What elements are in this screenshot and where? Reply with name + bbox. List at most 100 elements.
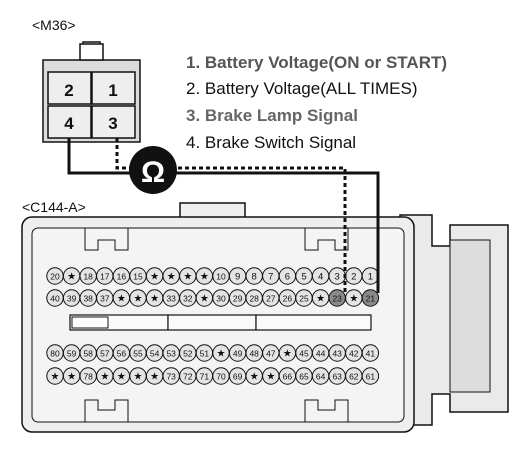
pin-number: 25 [299,293,309,303]
pin-number: ★ [134,371,143,382]
m36-connector [42,41,141,143]
test-leads: Ω [67,138,380,293]
pin-number: 15 [133,271,143,281]
pin-number: ★ [200,271,209,282]
pin-number: 53 [166,348,176,358]
m36-pin: 4 [64,114,74,133]
pin-number: ★ [250,371,259,382]
pin-number: 47 [266,348,276,358]
pin-number: ★ [150,271,159,282]
pin-number: ★ [100,371,109,382]
c144a-label: <C144-A> [22,199,86,215]
pin-number: 52 [183,348,193,358]
pin-number: 42 [349,348,359,358]
pin-number: 73 [166,371,176,381]
pin-number: 1 [368,271,373,282]
pin-number: ★ [349,293,358,304]
pin-number: 54 [150,348,160,358]
pin-number: 2 [351,271,356,282]
pin-number: ★ [67,271,76,282]
wire-pin4-to-pin21 [67,138,380,293]
pin-number: 4 [318,271,323,282]
pin-number: 33 [166,293,176,303]
pin-number: 16 [117,271,127,281]
pin-cavity-highlighted [361,289,380,307]
pin-number: 7 [268,271,273,282]
m36-pin-cell [47,71,92,105]
pin-number: 49 [233,348,243,358]
pin-number: ★ [183,271,192,282]
pin-number: ★ [266,371,275,382]
pin-number: 37 [100,293,110,303]
m36-pin: 3 [108,114,117,133]
pin-cavity [361,344,380,362]
pin-number: 44 [316,348,326,358]
pin-number: 26 [283,293,293,303]
pin-number: 43 [332,348,342,358]
pin-number: 71 [200,371,210,381]
pin-number: 5 [301,271,306,282]
legend-item: 3. Brake Lamp Signal [186,106,358,125]
pin-number: 21 [366,293,376,303]
pin-number: 65 [299,371,309,381]
pin-number: ★ [217,348,226,359]
legend-item: 2. Battery Voltage(ALL TIMES) [186,79,418,98]
pin-number: 39 [67,293,77,303]
pin-number: ★ [283,348,292,359]
pin-number: 41 [366,348,376,358]
pin-number: 62 [349,371,359,381]
pin-number: 70 [216,371,226,381]
pin-number: 38 [83,293,93,303]
pin-number: 66 [283,371,293,381]
c144a-connector [21,202,509,433]
pin-number: 80 [50,348,60,358]
pin-number: 63 [332,371,342,381]
pin-number: ★ [51,371,60,382]
pin-number: 28 [249,293,259,303]
pin-number: 55 [133,348,143,358]
pin-number: ★ [316,293,325,304]
ohmmeter-icon [129,146,177,194]
wire-pin3-to-pin23 [115,138,347,293]
pin-number: 64 [316,371,326,381]
pin-number: 61 [366,371,376,381]
m36-pin: 2 [64,81,73,100]
pin-number: 72 [183,371,193,381]
pin-number: ★ [167,271,176,282]
legend-item: 1. Battery Voltage(ON or START) [186,53,447,72]
c144a-top-tab [179,202,246,219]
pin-number: 6 [285,271,290,282]
pin-number: 48 [249,348,259,358]
pin-number: 57 [100,348,110,358]
pin-number: ★ [67,371,76,382]
pin-number: 3 [335,271,340,282]
pin-number: 8 [252,271,257,282]
pin-number: 40 [50,293,60,303]
pin-number: 20 [50,271,60,281]
pin-number: 23 [332,293,342,303]
pin-number: 10 [216,271,226,281]
pin-number: ★ [200,293,209,304]
legend-item: 4. Brake Switch Signal [186,133,356,152]
pin-number: 56 [117,348,127,358]
legend: 1. Battery Voltage(ON or START) 2. Batte… [186,53,447,152]
m36-label: <M36> [32,17,76,33]
m36-pin-cell [91,71,136,105]
pin-number: ★ [117,371,126,382]
pin-number: 30 [216,293,226,303]
m36-pin-cell [91,105,136,139]
pin-cavity [361,367,380,385]
pin-number: 58 [83,348,93,358]
pin-number: 17 [100,271,110,281]
pin-number: 59 [67,348,77,358]
pin-number: ★ [117,293,126,304]
pin-number: 32 [183,293,193,303]
pin-number: 29 [233,293,243,303]
m36-pin-cell [47,105,92,139]
ohm-symbol: Ω [141,156,165,189]
pin-number: 69 [233,371,243,381]
pin-number: ★ [150,371,159,382]
pin-number: 27 [266,293,276,303]
